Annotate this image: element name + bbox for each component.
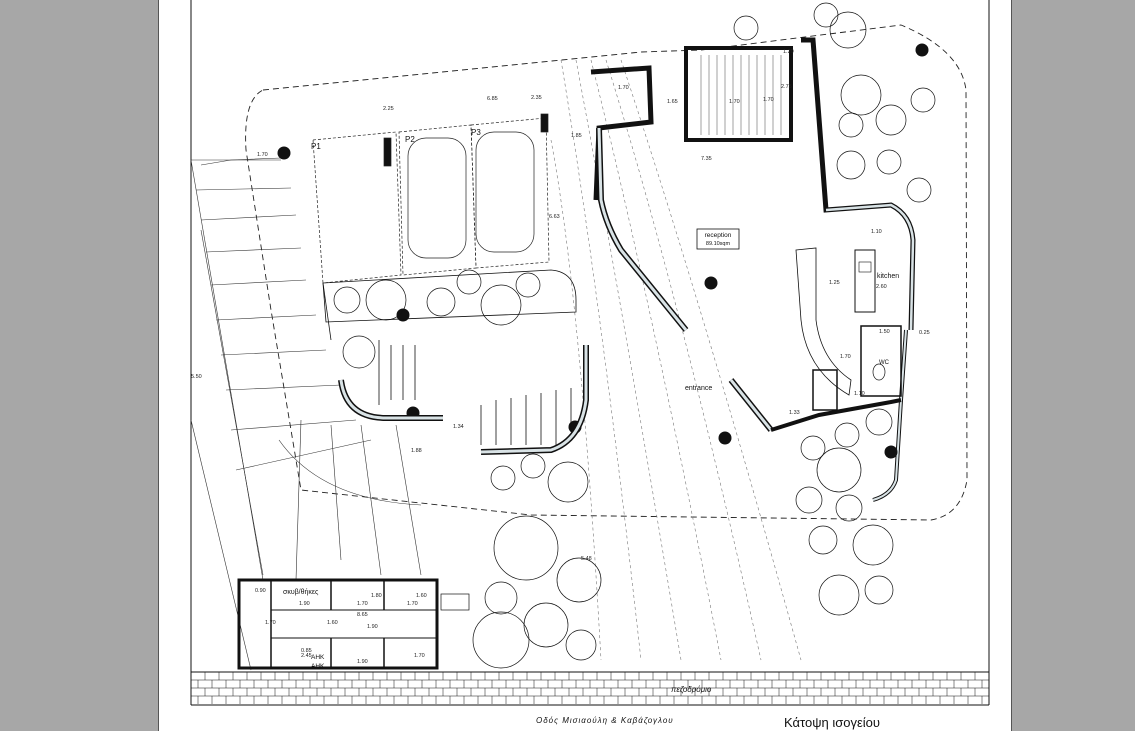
dimension-label: 2.35 xyxy=(531,95,542,101)
dimension-label: 2.25 xyxy=(383,106,394,112)
dimension-label: 6.63 xyxy=(549,214,560,220)
dimension-label: 0.25 xyxy=(919,330,930,336)
dimension-label: 1.70 xyxy=(414,653,425,659)
storage-block xyxy=(237,578,470,670)
columns xyxy=(277,43,929,459)
dimension-label: 5.48 xyxy=(581,556,592,562)
dimension-label: 1.85 xyxy=(571,133,582,139)
landscape-trees xyxy=(333,2,936,669)
dimension-label: 1.90 xyxy=(299,601,310,607)
building-walls xyxy=(590,37,916,502)
dimension-label: 1.34 xyxy=(453,424,464,430)
dimension-label: 1.70 xyxy=(729,99,740,105)
bike-racks xyxy=(378,340,572,445)
dimension-label: 0.90 xyxy=(255,588,266,594)
road-markings xyxy=(190,157,422,671)
dimension-label: 2.45 xyxy=(301,653,312,659)
dimension-label: 1.70 xyxy=(257,152,268,158)
dimension-label: 1.50 xyxy=(879,329,890,335)
dimension-label: 1.60 xyxy=(416,593,427,599)
dimension-label: 1.90 xyxy=(357,659,368,665)
dimension-label: 7.35 xyxy=(701,156,712,162)
reception-label: reception xyxy=(705,232,732,239)
dimension-label: 1.70 xyxy=(407,601,418,607)
ahk-label-top: AHK xyxy=(311,654,325,661)
dimension-label: 1.65 xyxy=(667,99,678,105)
dimension-label: 1.70 xyxy=(840,354,851,360)
drawing-sheet: P1 P2 P3 reception 89.10sqm kitchen WC e… xyxy=(158,0,1012,731)
parking-label-p1: P1 xyxy=(311,142,321,151)
curved-wall xyxy=(322,269,589,455)
parking-label-p3: P3 xyxy=(471,128,481,137)
wc-label: WC xyxy=(879,360,890,366)
dimension-label: 1.70 xyxy=(357,601,368,607)
dimension-label: 1.20 xyxy=(783,49,794,55)
kitchen-label: kitchen xyxy=(877,273,899,280)
dimension-label: 1.70 xyxy=(265,620,276,626)
dimension-label: 1.10 xyxy=(871,229,882,235)
sidewalk-bricks xyxy=(190,672,983,704)
dimension-label: 1.70 xyxy=(618,85,629,91)
parking-area xyxy=(312,113,550,284)
drawing-title: Κάτοψη ισογείου xyxy=(784,715,880,730)
dimension-label: 1.90 xyxy=(367,624,378,630)
dimension-label: 1.33 xyxy=(789,410,800,416)
dimension-label: 1.88 xyxy=(411,448,422,454)
parking-label-p2: P2 xyxy=(405,135,415,144)
ground-floor-plan: P1 P2 P3 reception 89.10sqm kitchen WC e… xyxy=(190,0,990,730)
reception-area: 89.10sqm xyxy=(706,241,731,247)
sidewalk-label: πεζοδρόμιο xyxy=(671,685,712,694)
dimension-label: 0.85 xyxy=(301,648,312,654)
dimension-label: 1.10 xyxy=(854,391,865,397)
dimension-label: 5.50 xyxy=(191,374,202,380)
dimension-label: 8.65 xyxy=(357,612,368,618)
dimension-label: 1.70 xyxy=(763,97,774,103)
entrance-label: entrance xyxy=(685,385,712,392)
site-boundary xyxy=(245,24,968,521)
dimension-label: 2.60 xyxy=(876,284,887,290)
dimension-label: 2.75 xyxy=(781,84,792,90)
dimension-label: 1.80 xyxy=(371,593,382,599)
storage-label: σκυβ/θήκες xyxy=(283,589,319,596)
street-label: Οδός Μισιαούλη & Καβάζογλου xyxy=(536,716,674,725)
dimension-label: 6.85 xyxy=(487,96,498,102)
dimension-label: 1.25 xyxy=(829,280,840,286)
ahk-label-bottom: AHK xyxy=(311,663,325,670)
reception-tag-box xyxy=(696,228,740,250)
dimension-labels: 1.20 2.75 1.65 1.70 1.70 7.35 1.85 1.70 2.25 6.85… xyxy=(191,49,930,665)
dimension-label: 1.60 xyxy=(327,620,338,626)
